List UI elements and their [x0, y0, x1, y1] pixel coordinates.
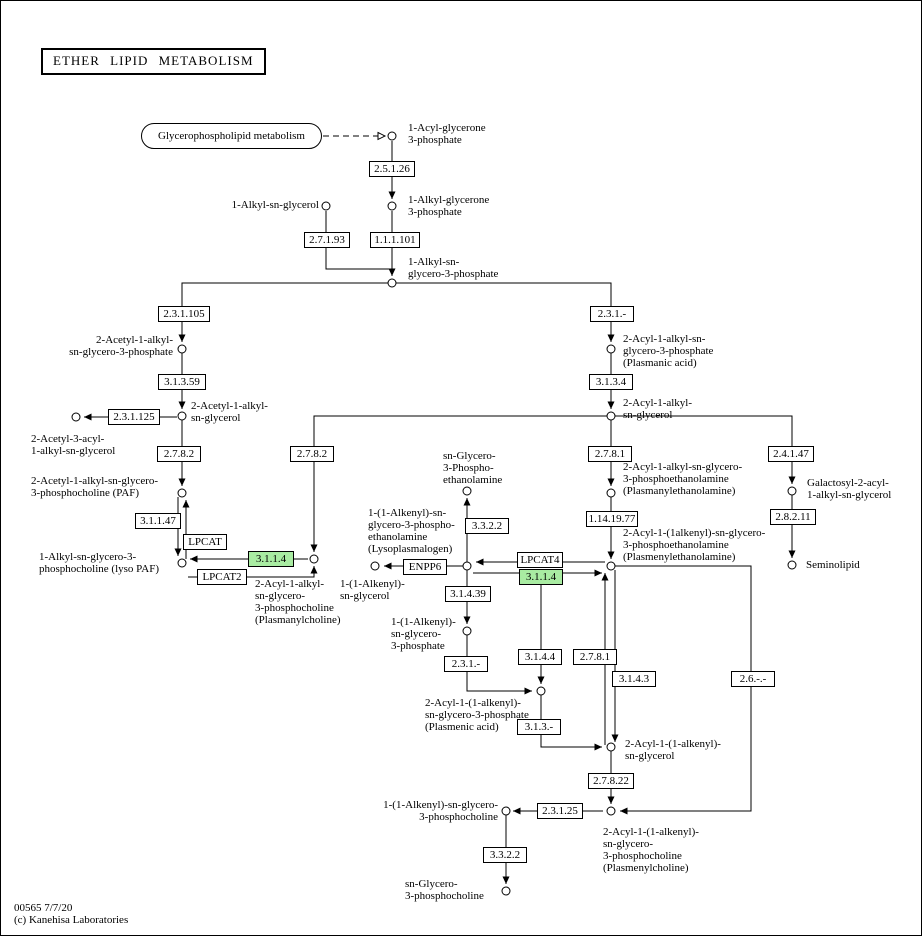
compound-label-glycerophosphoethanolamine: sn-Glycero- 3-Phospho- ethanolamine — [443, 450, 503, 486]
compound-node-lyso-paf[interactable] — [177, 558, 187, 568]
compound-node-plasmenylethanolamine[interactable] — [606, 561, 616, 571]
compound-node-1-alkyl-sn-glycero-3p[interactable] — [387, 278, 397, 288]
compound-node-plasmenic-acid[interactable] — [536, 686, 546, 696]
compound-label-paf: 2-Acetyl-1-alkyl-sn-glycero- 3-phosphoch… — [31, 475, 159, 499]
compound-label-lyso-plasmenylcholine: 1-(1-Alkenyl)-sn-glycero- 3-phosphocholi… — [383, 799, 498, 823]
enzyme-box-2-7-8-1[interactable]: 2.7.8.1 — [588, 446, 632, 462]
compound-label-2-acyl-1-alkenyl-glycerol: 2-Acyl-1-(1-alkenyl)- sn-glycerol — [625, 738, 721, 762]
compound-nodes — [71, 131, 797, 896]
compound-node-plasmanylethanolamine[interactable] — [606, 488, 616, 498]
compound-label-plasmenylcholine: 2-Acyl-1-(1-alkenyl)- sn-glycero- 3-phos… — [603, 826, 699, 874]
compound-label-1-alkenyl-glycero-3p: 1-(1-Alkenyl)- sn-glycero- 3-phosphate — [391, 616, 456, 652]
compound-node-1-acyl-glycerone-3p[interactable] — [387, 131, 397, 141]
compound-label-lysoplasmalogen: 1-(1-Alkenyl)-sn- glycero-3-phospho- eth… — [368, 507, 455, 555]
compound-label-2-acetyl-1-alkyl-glycero-3p: 2-Acetyl-1-alkyl- sn-glycero-3-phosphate — [69, 334, 173, 358]
compound-node-2-acyl-1-alkyl-glycerol[interactable] — [606, 411, 616, 421]
copyright: (c) Kanehisa Laboratories — [14, 914, 129, 926]
enzyme-box-3-1-3-59[interactable]: 3.1.3.59 — [158, 374, 206, 390]
compound-node-plasmenylcholine[interactable] — [606, 806, 616, 816]
compound-label-seminolipid: Seminolipid — [806, 559, 860, 571]
compound-label-1-alkyl-sn-glycero-3p: 1-Alkyl-sn- glycero-3-phosphate — [408, 256, 499, 280]
compound-label-2-acetyl-3-acyl-glycerol: 2-Acetyl-3-acyl- 1-alkyl-sn-glycerol — [31, 433, 116, 457]
compound-label-plasmenylethanolamine: 2-Acyl-1-(1alkenyl)-sn-glycero- 3-phosph… — [623, 527, 766, 563]
enzyme-box-2-7-8-2[interactable]: 2.7.8.2 — [157, 446, 201, 462]
enzyme-box-1-14-19-77[interactable]: 1.14.19.77 — [586, 511, 638, 527]
compound-label-2-acetyl-1-alkyl-glycerol: 2-Acetyl-1-alkyl- sn-glycerol — [191, 400, 268, 424]
enzyme-box-2-3-1-105[interactable]: 2.3.1.105 — [158, 306, 210, 322]
compound-label-plasmenic-acid: 2-Acyl-1-(1-alkenyl)- sn-glycero-3-phosp… — [425, 697, 529, 733]
compound-label-galactosyl-glycerol: Galactosyl-2-acyl- 1-alkyl-sn-glycerol — [807, 477, 892, 501]
compound-label-glycerophosphocholine: sn-Glycero- 3-phosphocholine — [405, 878, 484, 902]
enzyme-box-1-1-1-101[interactable]: 1.1.1.101 — [370, 232, 420, 248]
enzyme-box-2-3-1[interactable]: 2.3.1.- — [590, 306, 634, 322]
enzyme-box-3-1-4-3[interactable]: 3.1.4.3 — [612, 671, 656, 687]
compound-label-1-alkyl-sn-glycerol: 1-Alkyl-sn-glycerol — [231, 199, 319, 211]
enzyme-box-2-7-8-2-b[interactable]: 2.7.8.2 — [290, 446, 334, 462]
enzyme-box-2-5-1-26[interactable]: 2.5.1.26 — [369, 161, 415, 177]
enzyme-box-3-1-3-4[interactable]: 3.1.3.4 — [589, 374, 633, 390]
compound-node-2-acetyl-3-acyl-glycerol[interactable] — [71, 412, 81, 422]
enzyme-box-3-1-1-4-b[interactable]: 3.1.1.4 — [519, 569, 563, 585]
compound-node-lysoplasmalogen[interactable] — [462, 561, 472, 571]
compound-label-plasmanic-acid: 2-Acyl-1-alkyl-sn- glycero-3-phosphate (… — [623, 333, 714, 369]
enzyme-box-2-7-1-93[interactable]: 2.7.1.93 — [304, 232, 350, 248]
compound-node-glycerophosphocholine[interactable] — [501, 886, 511, 896]
compound-node-galactosyl-glycerol[interactable] — [787, 486, 797, 496]
compound-label-plasmanylcholine: 2-Acyl-1-alkyl- sn-glycero- 3-phosphocho… — [255, 578, 341, 626]
compound-node-seminolipid[interactable] — [787, 560, 797, 570]
enzyme-box-3-1-4-4[interactable]: 3.1.4.4 — [518, 649, 562, 665]
enzyme-box-lpcat2[interactable]: LPCAT2 — [197, 569, 247, 585]
enzyme-box-2-3-1-b[interactable]: 2.3.1.- — [444, 656, 488, 672]
enzyme-box-3-1-4-39[interactable]: 3.1.4.39 — [445, 586, 491, 602]
compound-node-1-alkenyl-glycero-3p[interactable] — [462, 626, 472, 636]
enzyme-box-2-3-1-125[interactable]: 2.3.1.125 — [108, 409, 160, 425]
map-id: 00565 7/7/20 — [14, 902, 73, 914]
compound-label-1-acyl-glycerone-3p: 1-Acyl-glycerone 3-phosphate — [408, 122, 486, 146]
enzyme-box-3-1-1-4[interactable]: 3.1.1.4 — [248, 551, 294, 567]
compound-label-2-acyl-1-alkyl-glycerol: 2-Acyl-1-alkyl- sn-glycerol — [623, 397, 693, 421]
enzyme-box-2-3-1-25[interactable]: 2.3.1.25 — [537, 803, 583, 819]
compound-node-2-acetyl-1-alkyl-glycero-3p[interactable] — [177, 344, 187, 354]
compound-node-1-alkyl-glycerone-3p[interactable] — [387, 201, 397, 211]
enzyme-box-2-4-1-47[interactable]: 2.4.1.47 — [768, 446, 814, 462]
enzyme-box-2-7-8-22[interactable]: 2.7.8.22 — [588, 773, 634, 789]
compound-label-lyso-paf: 1-Alkyl-sn-glycero-3- phosphocholine (ly… — [39, 551, 159, 575]
enzyme-box-3-1-1-47[interactable]: 3.1.1.47 — [135, 513, 181, 529]
enzyme-box-3-3-2-2[interactable]: 3.3.2.2 — [465, 518, 509, 534]
enzyme-box-enpp6[interactable]: ENPP6 — [403, 559, 447, 575]
compound-node-lyso-plasmenylcholine[interactable] — [501, 806, 511, 816]
compound-node-1-alkyl-sn-glycerol[interactable] — [321, 201, 331, 211]
enzyme-box-lpcat[interactable]: LPCAT — [183, 534, 227, 550]
compound-node-glycerophosphoethanolamine[interactable] — [462, 486, 472, 496]
enzyme-box-3-3-2-2-b[interactable]: 3.3.2.2 — [483, 847, 527, 863]
compound-label-plasmanylethanolamine: 2-Acyl-1-alkyl-sn-glycero- 3-phosphoetha… — [623, 461, 743, 497]
compound-node-paf[interactable] — [177, 488, 187, 498]
compound-label-1-alkenyl-sn-glycerol: 1-(1-Alkenyl)- sn-glycerol — [340, 578, 405, 602]
compound-node-1-alkenyl-sn-glycerol[interactable] — [370, 561, 380, 571]
enzyme-box-3-1-3[interactable]: 3.1.3.- — [517, 719, 561, 735]
compound-label-1-alkyl-glycerone-3p: 1-Alkyl-glycerone 3-phosphate — [408, 194, 490, 218]
linked-pathway-glycerophospholipid[interactable]: Glycerophospholipid metabolism — [141, 123, 322, 149]
map-title: ETHER LIPID METABOLISM — [41, 48, 266, 75]
enzyme-box-2-7-8-1-b[interactable]: 2.7.8.1 — [573, 649, 617, 665]
compound-node-plasmanic-acid[interactable] — [606, 344, 616, 354]
enzyme-box-2-8-2-11[interactable]: 2.8.2.11 — [770, 509, 816, 525]
compound-node-2-acetyl-1-alkyl-glycerol[interactable] — [177, 411, 187, 421]
enzyme-box-2-6[interactable]: 2.6.-.- — [731, 671, 775, 687]
compound-node-plasmanylcholine[interactable] — [309, 554, 319, 564]
compound-node-2-acyl-1-alkenyl-glycerol[interactable] — [606, 742, 616, 752]
enzyme-box-lpcat4[interactable]: LPCAT4 — [517, 552, 563, 568]
